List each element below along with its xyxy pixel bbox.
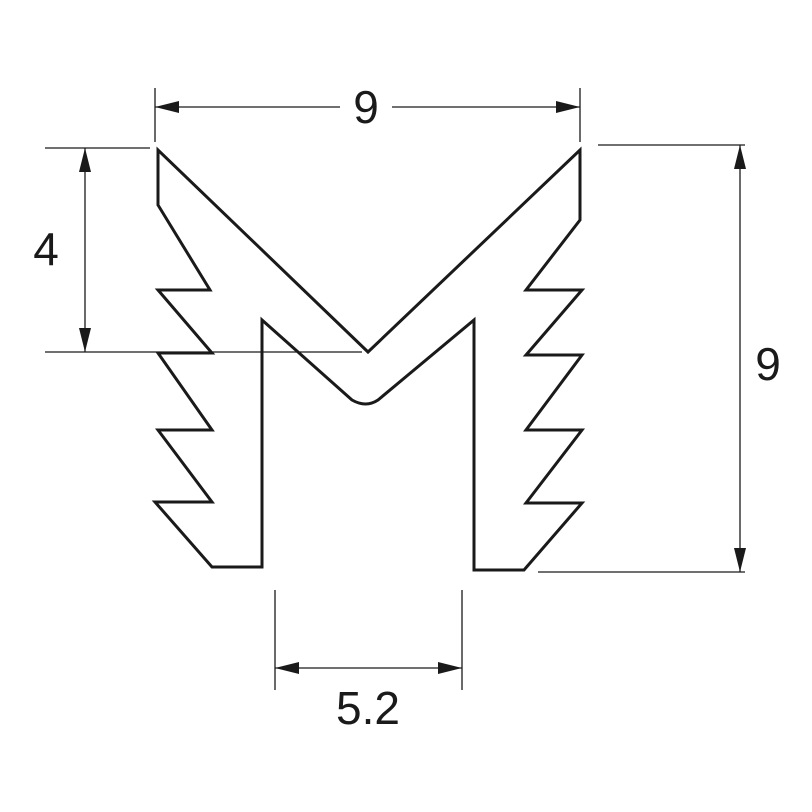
bottom-gap-label: 5.2 [336,682,400,734]
bottom-gap-dimension: 5.2 [274,590,463,734]
top-width-label: 9 [353,81,379,133]
left-height-label: 4 [33,223,59,275]
right-height-label: 9 [755,338,781,390]
m-profile-outline [151,146,586,572]
top-width-dimension: 9 [154,81,581,142]
left-height-dimension: 4 [33,147,362,353]
right-height-dimension: 9 [538,144,781,573]
